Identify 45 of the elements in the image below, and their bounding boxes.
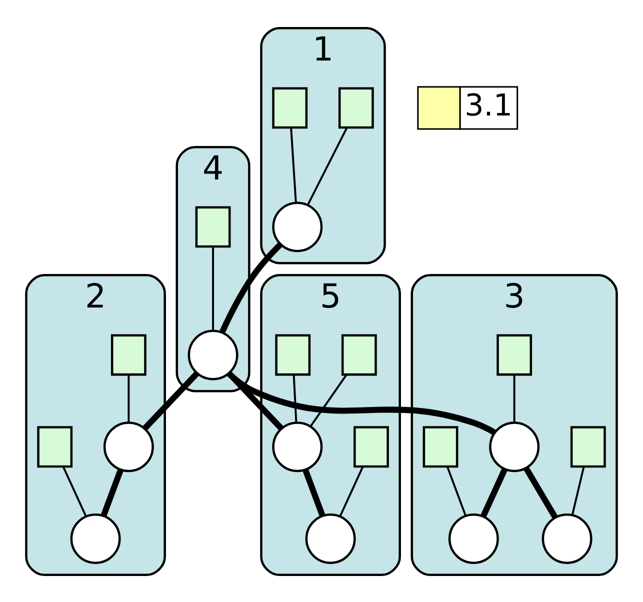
node-box [37,426,73,468]
node-circle [448,513,499,564]
connector [310,374,348,426]
connector [513,374,516,422]
node-box [496,334,532,376]
connector [62,466,87,516]
node-circle [272,421,323,472]
connector [128,374,130,422]
node-box [341,334,377,376]
node-box [195,206,231,248]
node-circle [489,421,540,472]
node-box [422,426,458,468]
connector [339,466,364,516]
node-box [110,334,146,376]
connector [306,126,348,206]
node-box [338,86,374,128]
node-box [570,426,606,468]
cluster: 3 [410,274,618,576]
node-circle [272,201,323,252]
node-circle [188,329,238,380]
connector [212,246,214,330]
connector [523,466,558,519]
node-box [272,86,308,128]
cluster: 5 [260,274,401,576]
legend-label: 3.1 [464,88,513,123]
connector [226,370,496,435]
connector [100,468,124,516]
node-box [354,426,389,468]
connector [302,468,326,516]
cluster: 2 [25,274,166,576]
node-circle [103,421,154,472]
connector [290,126,297,202]
node-circle [542,513,592,564]
node-box [275,334,311,376]
cluster: 1 [260,26,386,264]
connector [226,370,284,430]
node-circle [305,513,356,564]
connector [480,468,508,518]
connector [220,242,283,333]
connector [292,374,298,422]
connector [571,466,585,515]
cluster: 4 [176,145,250,392]
connector [142,370,200,430]
node-circle [70,513,121,564]
connector [446,466,467,516]
